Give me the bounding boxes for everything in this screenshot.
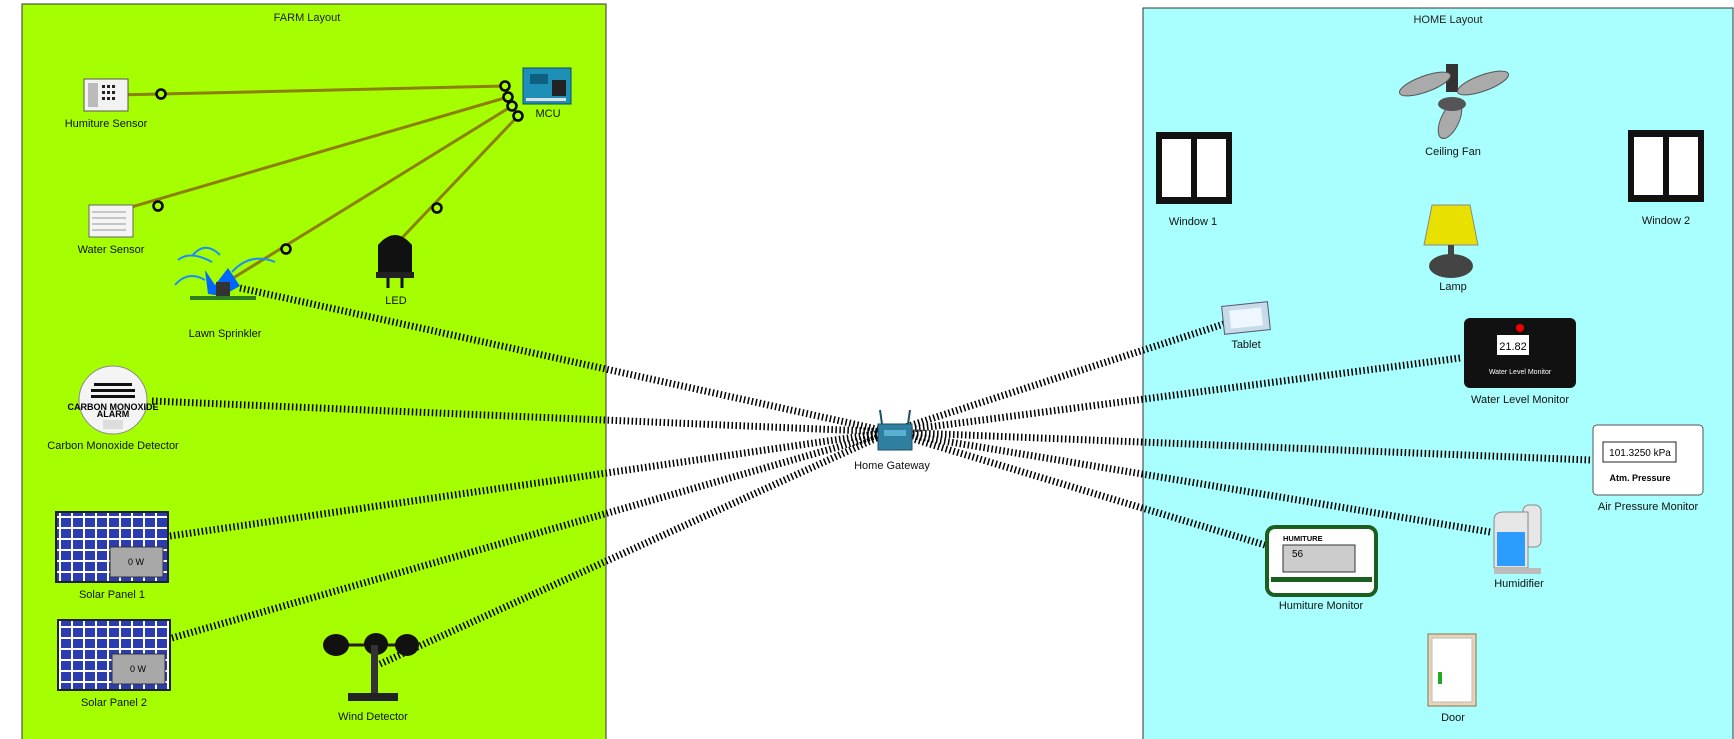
anemometer-icon <box>323 633 419 701</box>
humiture-sensor[interactable]: Humiture Sensor <box>65 78 148 130</box>
humiture-sensor-label: Humiture Sensor <box>65 118 148 130</box>
lawn-sprinkler[interactable]: Lawn Sprinkler <box>174 246 276 340</box>
home-gateway-label: Home Gateway <box>854 460 930 472</box>
home-title: HOME Layout <box>1413 14 1482 26</box>
lamp-icon <box>1423 204 1479 278</box>
humidifier-icon <box>1493 504 1542 574</box>
co-face-line2: ALARM <box>97 409 130 419</box>
solar-panel-1-reading: 0 W <box>128 557 145 567</box>
monitor-icon: HUMITURE 56 <box>1265 525 1378 597</box>
router-icon <box>877 409 913 451</box>
window-2[interactable]: Window 2 <box>1628 130 1704 227</box>
wireless-solar-2 <box>171 428 891 642</box>
solar-panel-1-label: Solar Panel 1 <box>79 589 145 601</box>
lawn-sprinkler-label: Lawn Sprinkler <box>189 328 262 340</box>
co-alarm-icon: CARBON MONOXIDE ALARM <box>67 365 159 435</box>
water-level-monitor-label: Water Level Monitor <box>1471 394 1569 406</box>
air-pressure-value: 101.3250 kPa <box>1609 448 1671 459</box>
monitor-icon: 21.82 Water Level Monitor <box>1464 318 1576 388</box>
water-level-monitor[interactable]: 21.82 Water Level Monitor Water Level Mo… <box>1464 318 1576 406</box>
water-sensor-icon <box>88 204 134 238</box>
wireless-co-detector <box>151 397 891 436</box>
wireless-humiture-monitor <box>888 428 1267 549</box>
humidifier-label: Humidifier <box>1494 578 1544 590</box>
air-pressure-monitor-label: Air Pressure Monitor <box>1598 501 1699 513</box>
wireless-wind <box>378 428 892 668</box>
sprinkler-icon <box>174 246 276 300</box>
door-label: Door <box>1441 712 1465 724</box>
wire-led-mcu <box>398 114 520 242</box>
co-detector-label: Carbon Monoxide Detector <box>47 440 179 452</box>
home-zone: HOME Layout <box>1142 7 1734 739</box>
water-sensor-label: Water Sensor <box>78 244 145 256</box>
led-icon <box>376 235 414 288</box>
water-sensor[interactable]: Water Sensor <box>78 204 145 256</box>
led-label: LED <box>385 295 406 307</box>
co-face-line1: CARBON MONOXIDE <box>67 402 158 412</box>
humidifier[interactable]: Humidifier <box>1493 504 1544 590</box>
mcu[interactable]: MCU <box>522 67 572 120</box>
led[interactable]: LED <box>376 235 414 307</box>
humiture-header: HUMITURE <box>1283 534 1323 543</box>
water-level-caption: Water Level Monitor <box>1489 369 1552 376</box>
wireless-air-pressure <box>889 428 1591 464</box>
humiture-monitor-label: Humiture Monitor <box>1279 600 1364 612</box>
co-detector[interactable]: CARBON MONOXIDE ALARM Carbon Monoxide De… <box>47 365 179 452</box>
mcu-board-icon <box>522 67 572 105</box>
humiture-monitor[interactable]: HUMITURE 56 Humiture Monitor <box>1265 525 1378 612</box>
mcu-label: MCU <box>535 108 560 120</box>
wireless-links <box>151 284 1591 668</box>
solar-panel-2-label: Solar Panel 2 <box>81 697 147 709</box>
door[interactable]: Door <box>1427 633 1477 724</box>
humiture-value: 56 <box>1292 549 1304 560</box>
ceiling-fan[interactable]: Ceiling Fan <box>1397 64 1511 158</box>
wireless-humidifier <box>889 428 1491 536</box>
wind-detector[interactable]: Wind Detector <box>323 633 419 723</box>
tablet-label: Tablet <box>1231 339 1260 351</box>
lamp-label: Lamp <box>1439 281 1467 293</box>
air-pressure-monitor[interactable]: 101.3250 kPa Atm. Pressure Air Pressure … <box>1592 424 1704 513</box>
solar-panel-2[interactable]: 0 W Solar Panel 2 <box>57 619 171 709</box>
window-icon <box>1628 130 1704 202</box>
humiture-sensor-icon <box>83 78 129 112</box>
ceiling-fan-label: Ceiling Fan <box>1425 146 1481 158</box>
solar-panel-1[interactable]: 0 W Solar Panel 1 <box>55 511 169 601</box>
window-2-label: Window 2 <box>1642 215 1690 227</box>
wireless-tablet <box>888 320 1226 436</box>
solar-panel-icon: 0 W <box>57 619 171 691</box>
farm-title: FARM Layout <box>274 12 341 24</box>
solar-panel-2-reading: 0 W <box>130 664 147 674</box>
wireless-solar-1 <box>169 428 891 540</box>
wireless-sprinkler <box>239 284 891 436</box>
wire-sprinkler-mcu <box>229 104 513 282</box>
wire-humiture-mcu <box>117 84 506 97</box>
door-icon <box>1427 633 1477 707</box>
home-gateway[interactable]: Home Gateway <box>854 409 930 472</box>
window-1[interactable]: Window 1 <box>1156 132 1232 228</box>
monitor-icon: 101.3250 kPa Atm. Pressure <box>1592 424 1704 496</box>
air-pressure-caption: Atm. Pressure <box>1609 473 1670 483</box>
water-level-value: 21.82 <box>1499 341 1527 353</box>
window-icon <box>1156 132 1232 204</box>
tablet-icon <box>1221 301 1271 335</box>
wind-detector-label: Wind Detector <box>338 711 408 723</box>
window-1-label: Window 1 <box>1169 216 1217 228</box>
ceiling-fan-icon <box>1398 64 1510 140</box>
lamp[interactable]: Lamp <box>1423 204 1479 293</box>
solar-panel-icon: 0 W <box>55 511 169 583</box>
wire-water-mcu <box>117 95 509 213</box>
wired-links <box>117 80 524 282</box>
tablet[interactable]: Tablet <box>1221 301 1271 351</box>
